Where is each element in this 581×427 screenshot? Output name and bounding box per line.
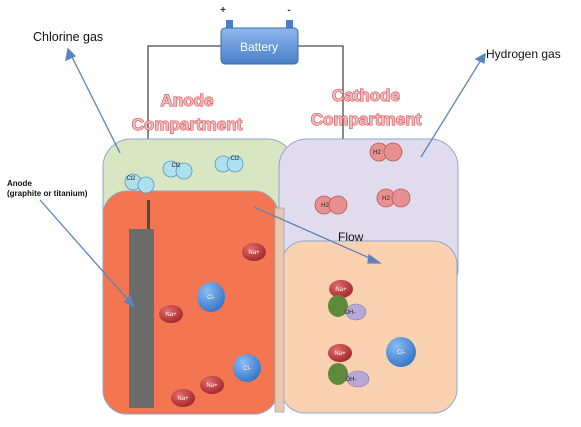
cl-ion: Cl- [233,354,261,382]
wire-cathode [296,45,344,170]
na-ion: Na+ [329,280,353,298]
na-ion: Na+ [200,376,224,394]
chlorine-gas-arrow-head [65,47,77,62]
svg-text:Cl-: Cl- [243,366,251,372]
hydrogen-gas-arrow [420,59,482,158]
cl2-molecule: Cl2 [124,173,155,194]
svg-text:Na+: Na+ [177,396,189,402]
svg-text:Na+: Na+ [248,250,260,256]
svg-text:OH-: OH- [346,377,357,383]
svg-text:OH-: OH- [345,310,356,316]
anode-compartment-title-2: Compartment [132,115,243,134]
svg-text:Na+: Na+ [165,312,177,318]
cathode-solution [280,240,458,414]
h2-molecule: H2 [314,195,348,215]
svg-text:Cl-: Cl- [207,295,215,301]
anode-compartment-title-1: Anode [161,91,214,110]
svg-text:Na+: Na+ [206,383,218,389]
anode-pointer-arrow-head [123,294,136,309]
hydrogen-gas-label: Hydrogen gas [486,47,561,61]
chlorine-gas-arrow [70,54,121,154]
battery-label: Battery [240,40,278,54]
svg-text:Cl-: Cl- [397,350,405,356]
h2-molecule: H2 [376,188,411,208]
chlorine-gas-label: Chlorine gas [33,30,103,44]
svg-text:Na+: Na+ [334,351,346,357]
cl2-label: Cl2 [126,176,136,182]
cl-ion: Cl- [386,337,416,367]
svg-text:Na+: Na+ [335,287,347,293]
oh-ion: OH- [328,363,370,388]
battery-minus-sign: - [287,5,290,16]
membrane [274,207,285,413]
battery-plus-sign: + [220,5,226,16]
anode-electrode-wire [147,200,150,229]
cl2-molecule: Cl2 [162,160,193,180]
battery: Battery + - [220,5,299,65]
anode-label-line2: (graphite or titanium) [7,189,88,198]
anode-label-line1: Anode [7,179,32,188]
cl2-label: Cl2 [230,156,240,162]
na-ion: Na+ [171,389,195,407]
cl2-label: Cl2 [171,163,181,169]
h2-molecule: H2 [369,142,403,162]
arrows [39,47,486,309]
battery-positive-terminal [226,20,233,29]
anode-electrode [129,229,154,408]
flow-arrow-head [367,253,382,264]
na-ion: Na+ [328,344,352,362]
cl2-molecule: Cl2 [214,155,244,173]
h2-label: H2 [382,196,390,202]
h2-label: H2 [373,150,381,156]
cathode-compartment-title-1: Cathode [332,86,400,105]
h2-label: H2 [321,203,329,209]
na-ion: Na+ [159,305,183,323]
anode-pointer-arrow [39,199,131,303]
flow-label: Flow [338,230,364,244]
hydrogen-gas-arrow-head [474,52,486,64]
oh-ion: OH- [328,295,367,321]
cathode-compartment-title-2: Compartment [311,110,422,129]
cl-ion: Cl- [197,282,225,312]
flow-arrow [253,206,375,261]
battery-body [220,27,299,65]
na-ion: Na+ [242,243,266,261]
battery-negative-terminal [286,20,293,29]
